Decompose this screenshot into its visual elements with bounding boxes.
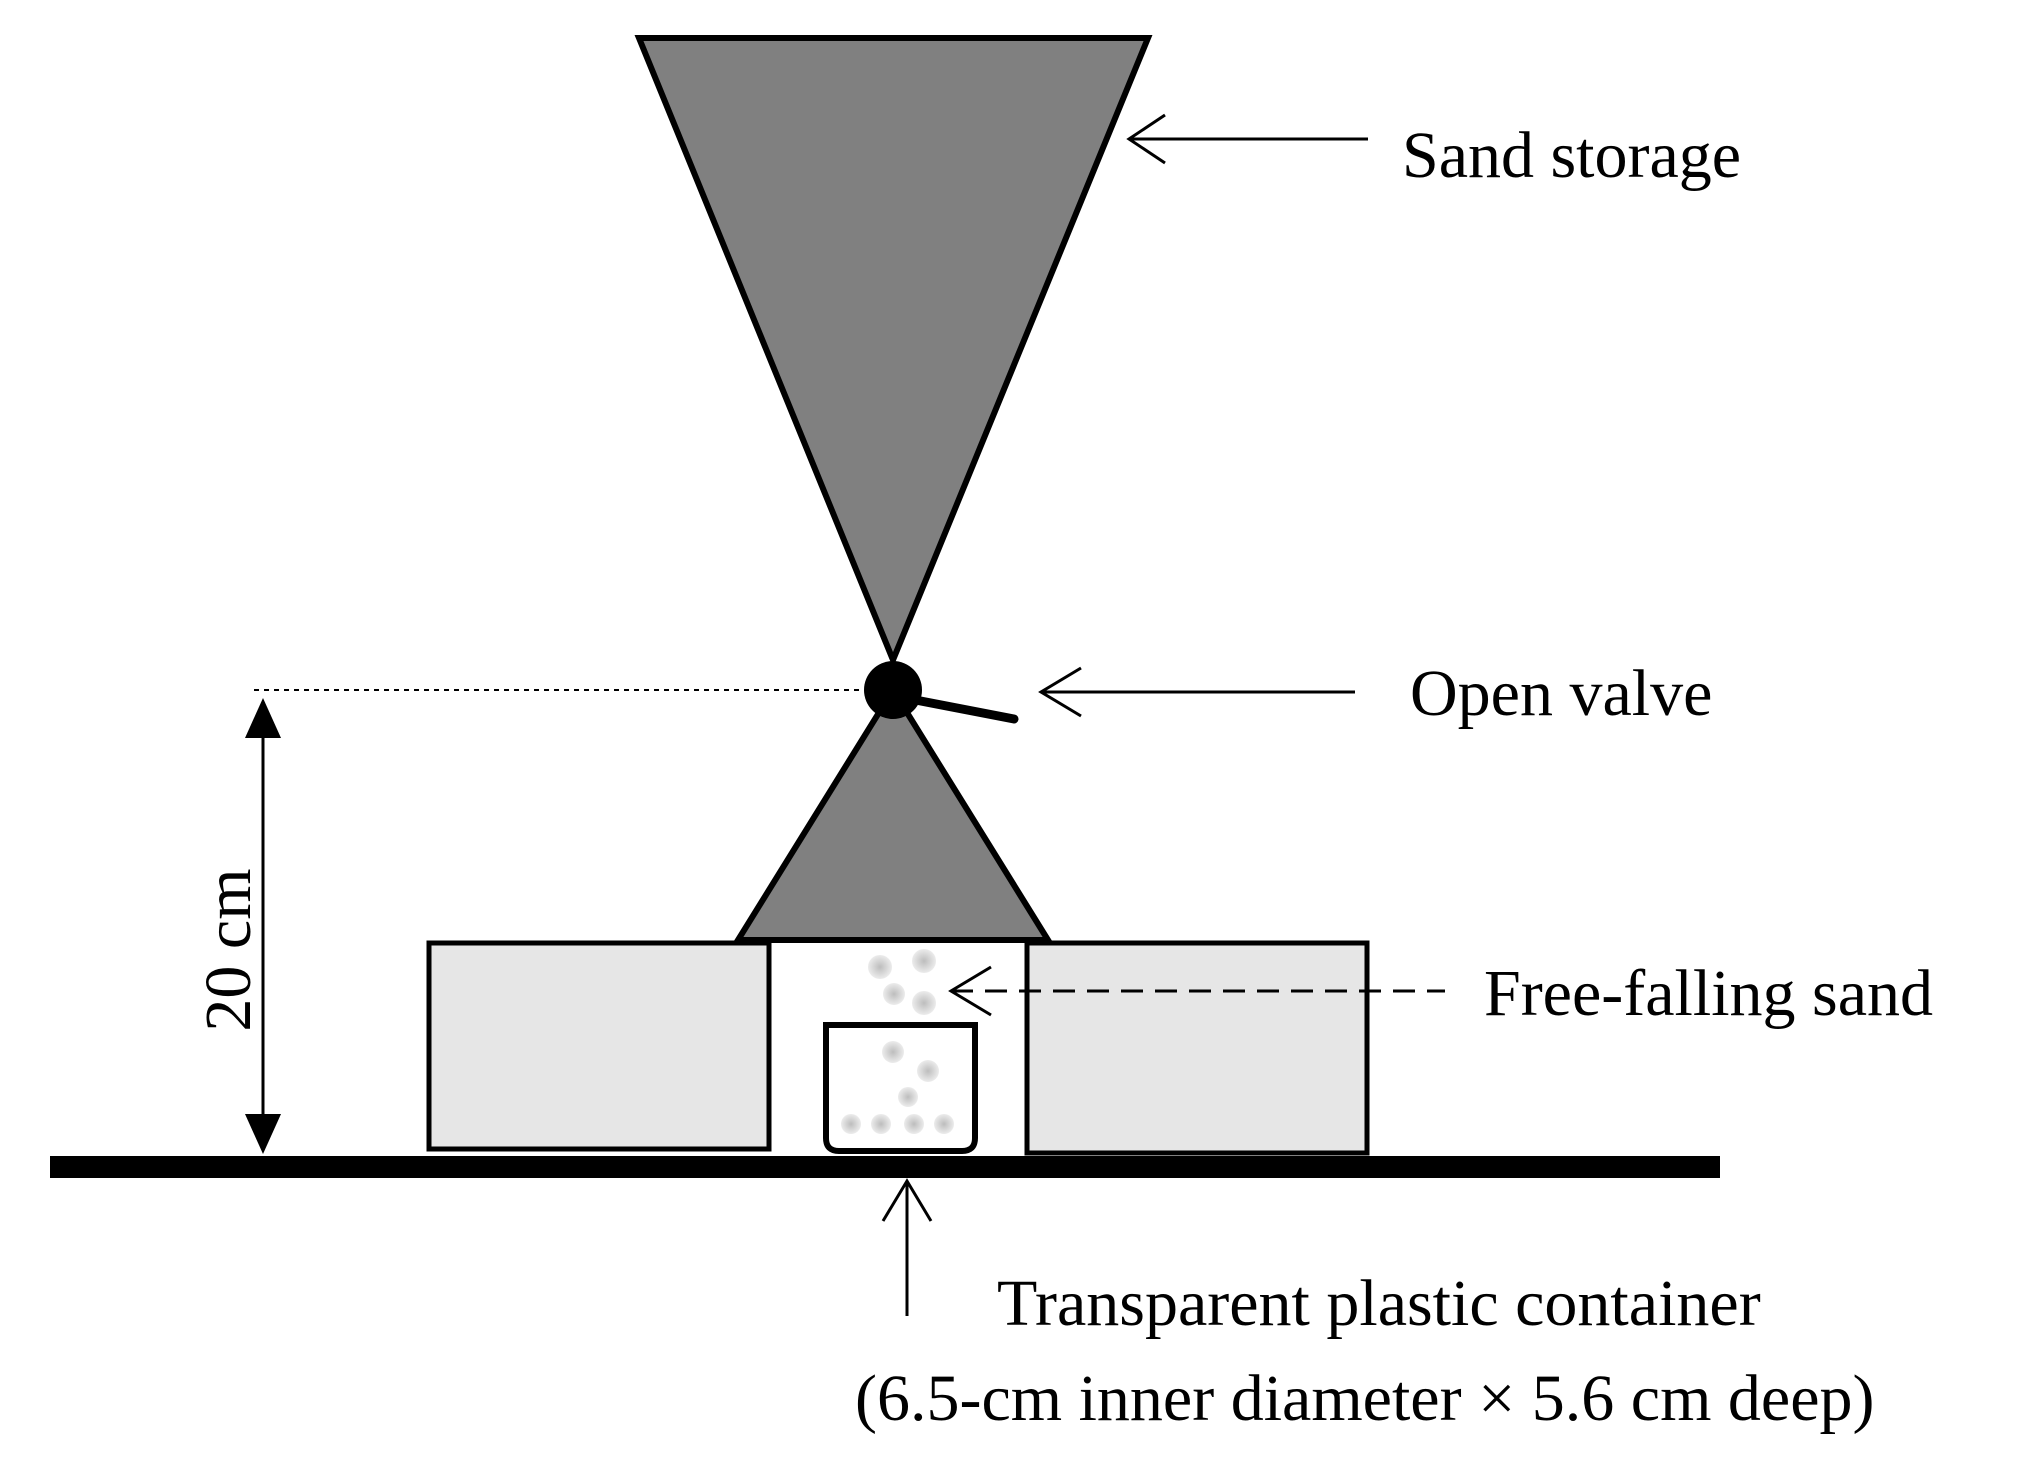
free-falling-sand-leader-arrow [948, 965, 1445, 1017]
container-label-line1: Transparent plastic container [997, 1267, 1761, 1340]
sand-storage-label: Sand storage [1402, 119, 1741, 192]
open-valve-leader-arrow [1038, 666, 1355, 718]
container-leader-arrow [881, 1178, 933, 1316]
container-sand-grains [841, 1041, 954, 1134]
open-valve-label: Open valve [1410, 657, 1712, 730]
support-block-left [426, 940, 772, 1152]
valve-body [864, 661, 922, 719]
falling-sand-grains [868, 949, 936, 1015]
valve-handle [895, 692, 1019, 724]
height-dimension-arrow [245, 698, 281, 1154]
free-falling-sand-label: Free-falling sand [1484, 957, 1933, 1030]
ground-plate [50, 1156, 1720, 1178]
container-label-line2: (6.5-cm inner diameter × 5.6 cm deep) [855, 1362, 1875, 1435]
sand-storage-leader-arrow [1126, 113, 1368, 165]
height-dimension-label: 20 cm [192, 868, 265, 1031]
sand-storage-hopper [634, 35, 1153, 668]
support-block-right [1024, 940, 1370, 1156]
lower-funnel [732, 684, 1054, 943]
